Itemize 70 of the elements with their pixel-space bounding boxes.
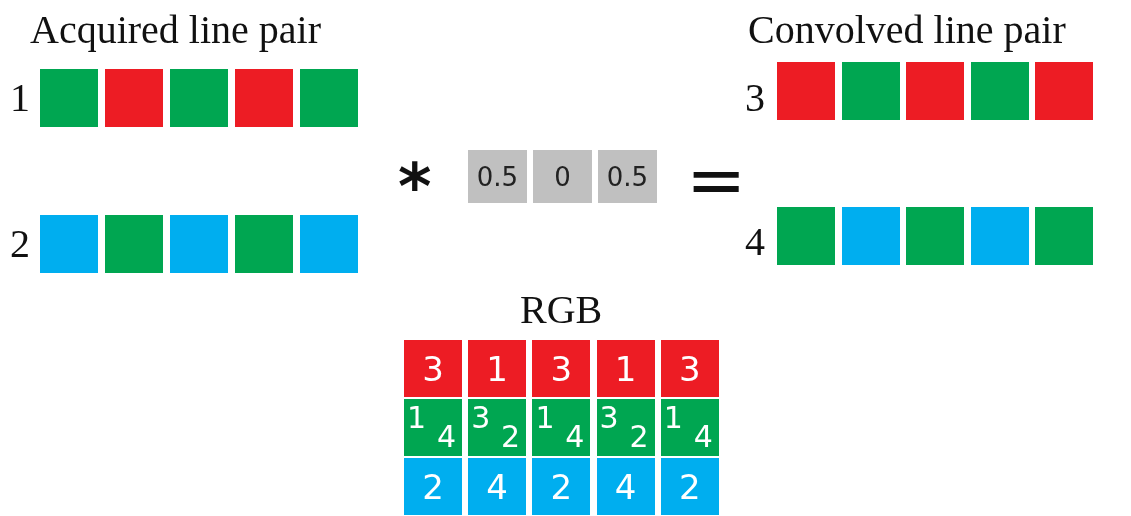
pixel-cell: [404, 340, 462, 397]
channel-number: 1: [486, 351, 508, 386]
kernel-value: 0.5: [476, 163, 519, 190]
channel-number: 1: [614, 351, 637, 386]
equals-sign: =: [686, 140, 747, 220]
pixel-cell: [404, 458, 462, 515]
channel-number: 1: [535, 403, 555, 433]
convolution-operator: *: [398, 152, 432, 223]
channel-number: 3: [599, 403, 619, 433]
color-square: [105, 69, 163, 127]
channel-number: 3: [678, 351, 701, 386]
row-number: 2: [10, 222, 30, 266]
pixel-cell: [660, 458, 719, 515]
channel-number: 4: [436, 422, 456, 452]
color-square: [841, 62, 900, 120]
channel-number: 3: [471, 403, 491, 433]
pixel-cell: [532, 340, 591, 397]
channel-number: 2: [422, 469, 444, 504]
color-square: [170, 215, 228, 273]
color-square: [300, 69, 358, 127]
row-number: 1: [10, 76, 30, 120]
color-square: [777, 62, 835, 120]
channel-number: 4: [693, 422, 713, 452]
panel-heading: Acquired line pair: [30, 8, 321, 52]
color-square: [40, 215, 98, 273]
kernel-cell: [598, 150, 657, 203]
channel-number: 3: [422, 351, 444, 386]
color-square: [777, 207, 835, 265]
pixel-cell: [404, 399, 462, 456]
color-square: [1035, 207, 1093, 265]
pixel-cell: [660, 340, 719, 397]
channel-number: 4: [565, 422, 585, 452]
pixel-cell: [468, 340, 527, 397]
color-square: [235, 215, 293, 273]
channel-number: 2: [501, 422, 521, 452]
kernel-cell: [533, 150, 592, 203]
channel-number: 1: [407, 403, 427, 433]
channel-number: 4: [486, 469, 508, 504]
color-square: [105, 215, 163, 273]
pixel-cell: [596, 458, 655, 515]
color-square: [300, 215, 358, 273]
color-square: [906, 207, 964, 265]
row-number: 4: [745, 220, 765, 264]
color-square: [841, 207, 900, 265]
channel-number: 4: [614, 469, 637, 504]
kernel-value: 0.5: [606, 163, 649, 190]
channel-number: 2: [678, 469, 701, 504]
color-square: [170, 69, 228, 127]
color-square: [970, 62, 1029, 120]
channel-number: 2: [550, 469, 573, 504]
channel-number: 1: [663, 403, 683, 433]
pixel-cell: [596, 399, 655, 456]
panel-heading: Convolved line pair: [748, 8, 1066, 52]
channel-number: 2: [629, 422, 649, 452]
pixel-cell: [532, 458, 591, 515]
kernel-cell: [468, 150, 527, 203]
pixel-cell: [468, 399, 527, 456]
row-number: 3: [745, 76, 765, 120]
grid-heading: RGB: [520, 288, 603, 332]
channel-number: 3: [550, 351, 573, 386]
pixel-cell: [660, 399, 719, 456]
pixel-cell: [532, 399, 591, 456]
color-square: [1035, 62, 1093, 120]
color-square: [906, 62, 964, 120]
color-square: [235, 69, 293, 127]
pixel-cell: [596, 340, 655, 397]
color-square: [40, 69, 98, 127]
pixel-cell: [468, 458, 527, 515]
kernel-value: 0: [554, 163, 571, 190]
color-square: [970, 207, 1029, 265]
